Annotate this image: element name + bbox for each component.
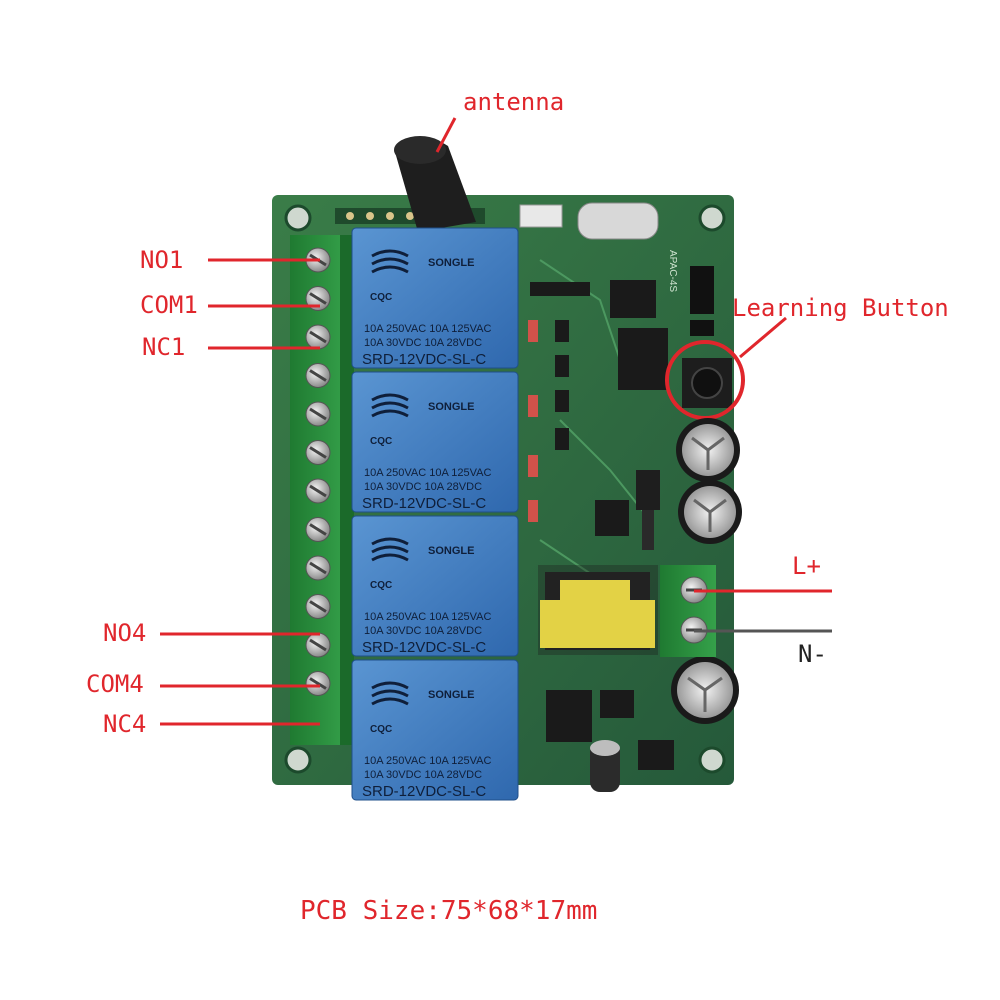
terminal-screw-slot <box>309 330 327 344</box>
relay-model: SRD-12VDC-SL-C <box>362 495 486 512</box>
callout-lines <box>160 117 832 726</box>
relay-cert: CQC <box>370 436 392 447</box>
relay-model: SRD-12VDC-SL-C <box>362 351 486 368</box>
terminal-screw-slot <box>309 446 327 459</box>
relay-body <box>351 371 519 513</box>
com4-label: COM4 <box>86 670 144 698</box>
relay-rating-line2: 10A 30VDC 10A 28VDC <box>364 769 482 781</box>
relay-rating-line2: 10A 30VDC 10A 28VDC <box>364 625 482 637</box>
learning-button-label: Learning Button <box>732 294 949 322</box>
relay-rating-line2: 10A 30VDC 10A 28VDC <box>364 481 482 493</box>
learning-button[interactable] <box>682 358 732 408</box>
relay-rating-line1: 10A 250VAC 10A 125VAC <box>364 323 491 335</box>
learning-button-highlight <box>665 340 745 420</box>
nc4-label: NC4 <box>103 710 147 738</box>
terminal-block-power <box>660 565 716 657</box>
terminal-screw-slot <box>309 600 327 613</box>
board-marking: APAC-4S <box>667 250 678 292</box>
terminal-screw-slot <box>309 677 327 690</box>
relay-brand: SONGLE <box>428 257 474 269</box>
relay-cert: CQC <box>370 580 392 591</box>
components <box>528 266 714 770</box>
relay-2: SONGLE CQC 10A 250VAC 10A 125VAC 10A 30VDC … <box>351 371 519 513</box>
relays: SONGLE CQC 10A 250VAC 10A 125VAC 10A 30VDC … <box>351 227 519 801</box>
relay-model: SRD-12VDC-SL-C <box>362 639 486 656</box>
terminal-screw-slot <box>309 407 327 421</box>
no1-label: NO1 <box>140 246 184 274</box>
relay-model: SRD-12VDC-SL-C <box>362 783 486 800</box>
relay-brand: SONGLE <box>428 401 474 413</box>
antenna-body <box>394 136 476 232</box>
relay-brand: SONGLE <box>428 545 474 557</box>
relay-body <box>351 659 519 801</box>
terminal-screw-slot <box>309 638 327 652</box>
relay-brand: SONGLE <box>428 689 474 701</box>
relay-rating-line1: 10A 250VAC 10A 125VAC <box>364 755 491 767</box>
terminal-screw-slot <box>309 292 327 305</box>
terminal-screw-slot <box>309 484 327 498</box>
terminal-screw-slot <box>309 369 327 382</box>
relay-rating-line2: 10A 30VDC 10A 28VDC <box>364 337 482 349</box>
com1-label: COM1 <box>140 291 198 319</box>
relay-3: SONGLE CQC 10A 250VAC 10A 125VAC 10A 30VDC … <box>351 515 519 657</box>
terminal-screw-slot <box>309 561 327 575</box>
no4-label: NO4 <box>103 619 147 647</box>
songle-logo-icon <box>371 249 409 274</box>
relay-rating-line1: 10A 250VAC 10A 125VAC <box>364 467 491 479</box>
relay-body <box>351 515 519 657</box>
n-minus-label: N- <box>798 640 827 668</box>
relay-rating-line1: 10A 250VAC 10A 125VAC <box>364 611 491 623</box>
pcb-size-caption: PCB Size:75*68*17mm <box>300 896 598 926</box>
crystal-oscillator <box>577 202 659 240</box>
relay-body <box>351 227 519 369</box>
songle-logo-icon <box>371 537 409 562</box>
songle-logo-icon <box>371 681 409 706</box>
antenna-label: antenna <box>463 88 565 116</box>
l-plus-label: L+ <box>792 552 821 580</box>
terminal-screw-slot <box>309 523 327 536</box>
songle-logo-icon <box>371 393 409 418</box>
relay-cert: CQC <box>370 724 392 735</box>
relay-cert: CQC <box>370 292 392 303</box>
capacitors <box>590 418 742 792</box>
transformer <box>538 565 658 655</box>
nc1-label: NC1 <box>142 333 186 361</box>
relay-1: SONGLE CQC 10A 250VAC 10A 125VAC 10A 30VDC … <box>351 227 519 369</box>
relay-4: SONGLE CQC 10A 250VAC 10A 125VAC 10A 30VDC … <box>351 659 519 801</box>
